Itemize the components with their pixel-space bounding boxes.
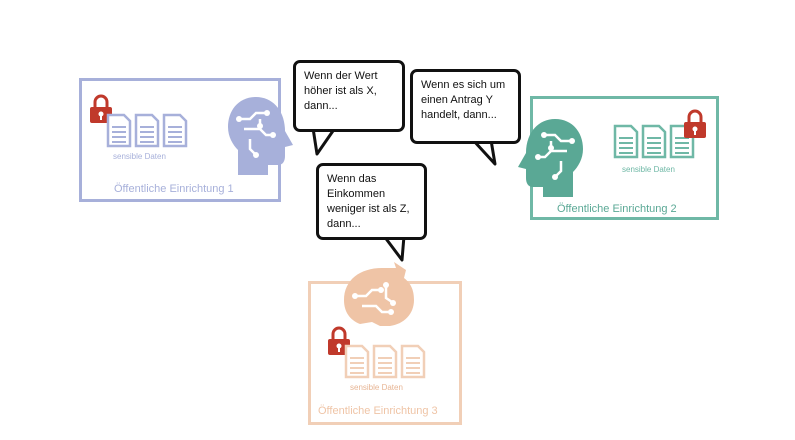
institution-3-label: Öffentliche Einrichtung 3 — [318, 405, 438, 417]
document-icon — [613, 124, 695, 159]
bubble-1-text: Wenn der Wert höher ist als X, dann... — [304, 70, 378, 112]
speech-bubble-2: Wenn es sich um einen Antrag Y handelt, … — [410, 69, 521, 144]
institution-2-label: Öffentliche Einrichtung 2 — [557, 203, 677, 215]
sensitive-data-label: sensible Daten — [113, 152, 166, 161]
speech-bubble-3: Wenn das Einkommen weniger ist als Z, da… — [316, 163, 427, 240]
sensitive-data-label: sensible Daten — [350, 383, 403, 392]
ai-head-icon — [518, 119, 583, 197]
bubble-3-text: Wenn das Einkommen weniger ist als Z, da… — [327, 173, 410, 230]
document-icon — [344, 344, 426, 379]
bubble-2-text: Wenn es sich um einen Antrag Y handelt, … — [421, 79, 506, 121]
document-icon — [106, 113, 188, 148]
lock-icon — [90, 94, 112, 123]
ai-head-icon — [228, 97, 293, 175]
ai-head-icon — [344, 262, 414, 326]
lock-icon — [328, 326, 350, 355]
lock-icon — [684, 109, 706, 138]
speech-bubble-tail — [311, 125, 337, 156]
speech-bubble-1: Wenn der Wert höher ist als X, dann... — [293, 60, 405, 132]
speech-bubble-tail — [471, 137, 497, 166]
sensitive-data-label: sensible Daten — [622, 165, 675, 174]
speech-bubble-tail — [382, 233, 406, 262]
institution-1-label: Öffentliche Einrichtung 1 — [114, 183, 234, 195]
